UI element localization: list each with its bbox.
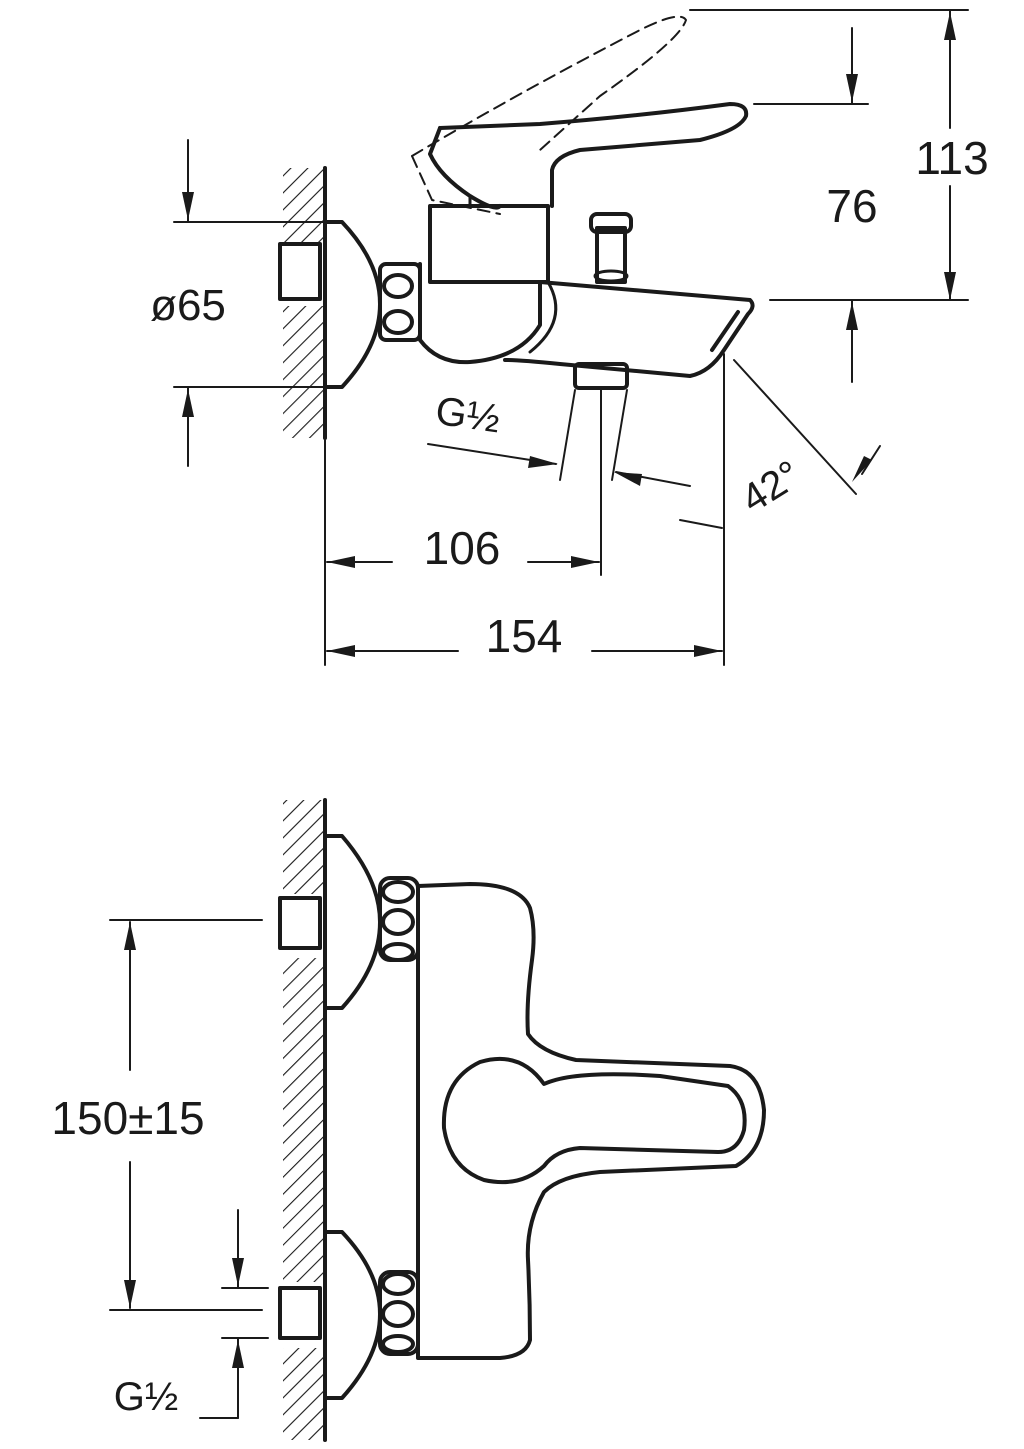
side-lever-raised [411,15,687,215]
side-union-nut [378,262,422,342]
dim-150-label: 150±15 [51,1092,204,1144]
side-lever-handle [428,102,749,210]
front-wall [278,798,327,1442]
front-flange-top [323,834,420,1010]
dim-flange-diameter: ø65 [150,139,326,467]
dim-113-label: 113 [915,132,988,184]
dim-154-label: 154 [486,610,563,662]
side-flange [323,220,382,389]
dim-outlet-thread-label: G½ [433,389,503,442]
dim-154: 154 [326,353,725,666]
dim-76: 76 [753,27,969,383]
side-wall [278,166,327,440]
side-view: 113 76 ø65 [150,9,989,666]
side-mixer-body [418,204,755,390]
dim-flange-diameter-label: ø65 [150,281,226,330]
dim-inlet-thread: G½ [114,1209,269,1419]
dim-106: 106 [324,389,602,666]
front-mixer-body [416,882,766,1360]
dim-outlet-thread: G½ [427,389,691,487]
dim-spout-angle: 42° [679,359,881,529]
dim-150: 150±15 [51,919,263,1311]
dim-113: 113 [689,9,989,301]
front-flange-bottom [323,1230,420,1400]
dim-spout-angle-label: 42° [734,452,809,521]
front-view: 150±15 G½ [51,798,766,1442]
dim-76-label: 76 [826,180,877,232]
dim-inlet-thread-label: G½ [114,1375,178,1419]
dim-106-label: 106 [424,522,501,574]
